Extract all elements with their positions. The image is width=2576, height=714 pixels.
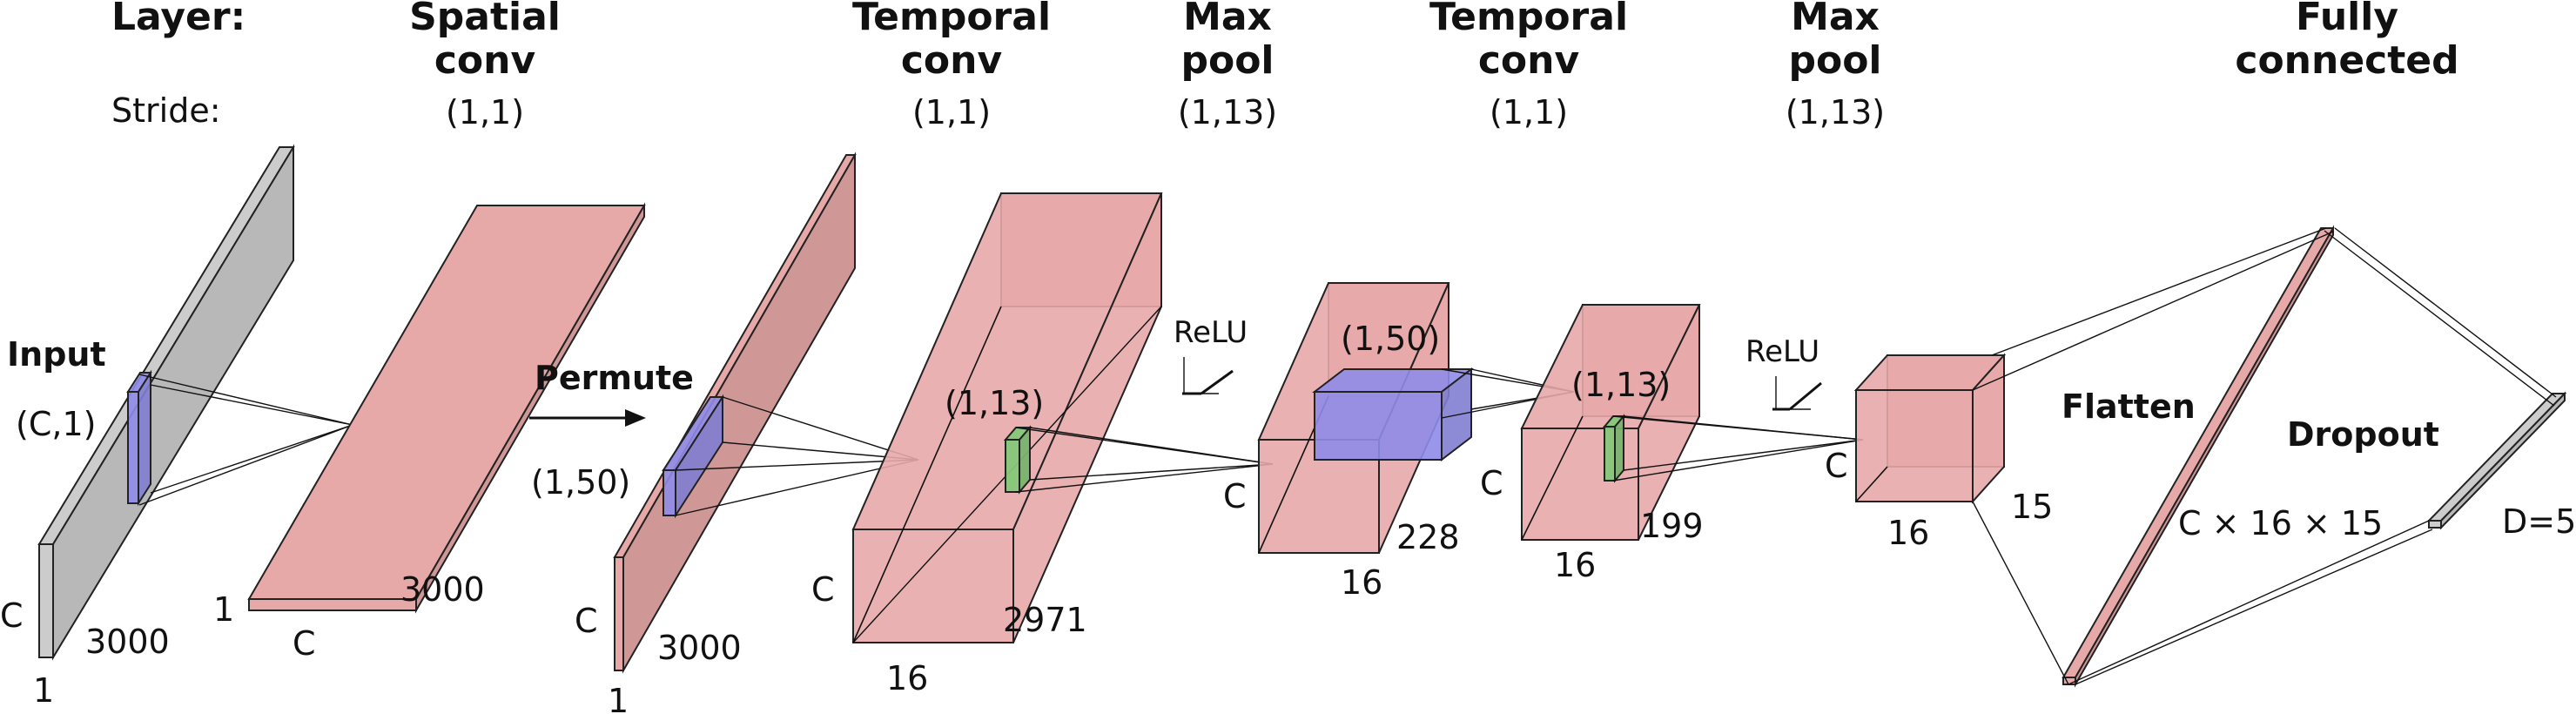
temporal-conv-1-output-hidden-edge bbox=[852, 306, 1002, 643]
relu-1-curve bbox=[1201, 369, 1234, 395]
max-pool-2-channels-label: C bbox=[1825, 447, 1848, 485]
relu-2-label: ReLU bbox=[1745, 334, 1819, 369]
conv1-length-label: 3000 bbox=[400, 570, 485, 609]
temporal-conv-2-kernel-projection-2 bbox=[1612, 439, 1864, 482]
layer-row-label: Layer: bbox=[111, 0, 245, 39]
max-pool-2-header-line2: pool bbox=[1788, 38, 1881, 83]
max-pool-1-length-label: 228 bbox=[1396, 518, 1460, 556]
temporal-conv-2-header-line1: Temporal bbox=[1429, 0, 1628, 39]
temporal-conv-1-kernel-label: (1,13) bbox=[945, 384, 1044, 422]
temporal-conv-1-kernel-projection-2 bbox=[1015, 463, 1274, 493]
dropout-line-bottom-a bbox=[2075, 529, 2433, 685]
temporal-conv-2-kernel-label: (1,13) bbox=[1571, 366, 1671, 404]
dropout-line-top-a bbox=[2334, 227, 2557, 398]
dropout-line-top-b bbox=[2324, 230, 2555, 407]
stride-row-label: Stride: bbox=[111, 91, 221, 130]
flatten-vector-side-face bbox=[2075, 225, 2334, 688]
input-width-label: 1 bbox=[33, 671, 54, 710]
spatial-conv-output-top-face bbox=[247, 205, 646, 600]
temporal-conv-2-channels-label: C bbox=[1480, 464, 1503, 502]
tensor-shapes bbox=[37, 144, 2567, 688]
temporal-conv-1-channels-label: C bbox=[811, 570, 835, 609]
temporal-conv-1-kernel-projection-1 bbox=[1029, 427, 1274, 465]
input-kernel-label: (C,1) bbox=[16, 405, 96, 443]
input-kernel-front-face bbox=[127, 391, 139, 504]
temporal-conv-2-output-hidden-edge bbox=[1521, 415, 1584, 541]
fully-connected-header-line2: connected bbox=[2235, 38, 2458, 83]
temporal-conv-1-kernel-projection-3 bbox=[1029, 463, 1274, 481]
dropout-label: Dropout bbox=[2287, 415, 2439, 454]
temporal-conv-1-output-front-face bbox=[852, 529, 1014, 643]
temporal-conv-1-header-line2: conv bbox=[901, 38, 1003, 83]
temporal-conv-2-stride: (1,1) bbox=[1490, 93, 1568, 131]
temporal-conv-2-kernel-side-face bbox=[1614, 414, 1624, 483]
fc-line-bottom bbox=[1972, 501, 2069, 685]
input-length-label: 3000 bbox=[85, 623, 170, 661]
temporal-conv-2-depth-label: 16 bbox=[1554, 546, 1596, 584]
permute-kernel-label: (1,50) bbox=[531, 463, 630, 502]
max-pool-2-header-line1: Max bbox=[1791, 0, 1880, 39]
input-kernel-projection-c bbox=[138, 424, 353, 506]
relu-1-label: ReLU bbox=[1174, 315, 1248, 350]
max-pool-2-depth-label: 16 bbox=[1887, 514, 1929, 552]
input-kernel-side-face bbox=[138, 369, 151, 507]
max-pool-1-kernel-front-face bbox=[1314, 391, 1443, 461]
spatial-conv-header-line2: conv bbox=[434, 38, 536, 83]
output-vector-front-face bbox=[2428, 520, 2442, 529]
spatial-conv-output-front-face bbox=[248, 598, 417, 611]
permuted-tensor-top-face bbox=[613, 154, 857, 558]
max-pool-1-header-line2: pool bbox=[1180, 38, 1274, 83]
permute-channels-label: C bbox=[575, 602, 598, 640]
temporal-conv-2-kernel-projection-3 bbox=[1623, 439, 1864, 471]
max-pool-1-header-line1: Max bbox=[1183, 0, 1272, 39]
input-kernel-projection-a bbox=[138, 374, 353, 426]
relu-2-curve bbox=[1789, 381, 1822, 411]
permute-width-label: 1 bbox=[608, 682, 629, 714]
permute-arrow-head bbox=[625, 409, 646, 427]
permute-kernel-projection-2 bbox=[675, 459, 919, 516]
temporal-conv-2-length-label: 199 bbox=[1640, 507, 1704, 545]
permute-length-label: 3000 bbox=[657, 629, 742, 667]
max-pool-1-kernel-label: (1,50) bbox=[1341, 320, 1440, 358]
input-kernel-projection-d bbox=[150, 424, 353, 494]
input-tensor-front-face bbox=[38, 543, 54, 658]
flatten-label: Flatten bbox=[2061, 387, 2196, 426]
max-pool-1-channels-label: C bbox=[1223, 477, 1247, 515]
temporal-conv-1-length-label: 2971 bbox=[1003, 601, 1087, 639]
input-kernel-projection-b bbox=[150, 384, 353, 426]
input-channels-label: C bbox=[0, 596, 24, 635]
temporal-conv-1-kernel-front-face bbox=[1005, 439, 1020, 493]
temporal-conv-1-depth-label: 16 bbox=[886, 659, 928, 697]
spatial-conv-header-line1: Spatial bbox=[409, 0, 561, 39]
temporal-conv-1-kernel-side-face bbox=[1019, 425, 1031, 495]
output-size-label: D=5 bbox=[2502, 502, 2576, 541]
input-label: Input bbox=[7, 335, 106, 374]
fc-line-top bbox=[1991, 227, 2327, 356]
max-pool-2-length-label: 15 bbox=[2011, 488, 2053, 526]
permute-kernel-projection-1 bbox=[722, 396, 919, 461]
permuted-tensor-front-face bbox=[614, 556, 624, 671]
permute-kernel-front-face bbox=[662, 469, 676, 516]
max-pool-1-depth-label: 16 bbox=[1341, 563, 1382, 602]
temporal-conv-1-header-line1: Temporal bbox=[852, 0, 1051, 39]
spatial-conv-stride: (1,1) bbox=[446, 93, 524, 131]
max-pool-2-output-hidden-edge bbox=[1855, 466, 1888, 502]
conv1-width-label: 1 bbox=[213, 590, 234, 629]
temporal-conv-2-kernel-front-face bbox=[1604, 426, 1616, 482]
temporal-conv-2-header-line2: conv bbox=[1478, 38, 1580, 83]
max-pool-2-stride: (1,13) bbox=[1786, 93, 1885, 131]
temporal-conv-2-kernel-projection-1 bbox=[1623, 415, 1864, 441]
permute-label: Permute bbox=[535, 359, 694, 397]
max-pool-2-output-front-face bbox=[1855, 389, 1974, 502]
permute-kernel-projection-0 bbox=[675, 459, 919, 471]
fully-connected-header-line1: Fully bbox=[2296, 0, 2398, 39]
temporal-conv-1-stride: (1,1) bbox=[912, 93, 991, 131]
dropout-line-bottom-b bbox=[2068, 520, 2430, 685]
max-pool-1-stride: (1,13) bbox=[1178, 93, 1277, 131]
fc-line-mid bbox=[1972, 231, 2334, 391]
conv1-channels-label: C bbox=[293, 624, 316, 663]
flatten-dims-label: C × 16 × 15 bbox=[2178, 504, 2383, 542]
